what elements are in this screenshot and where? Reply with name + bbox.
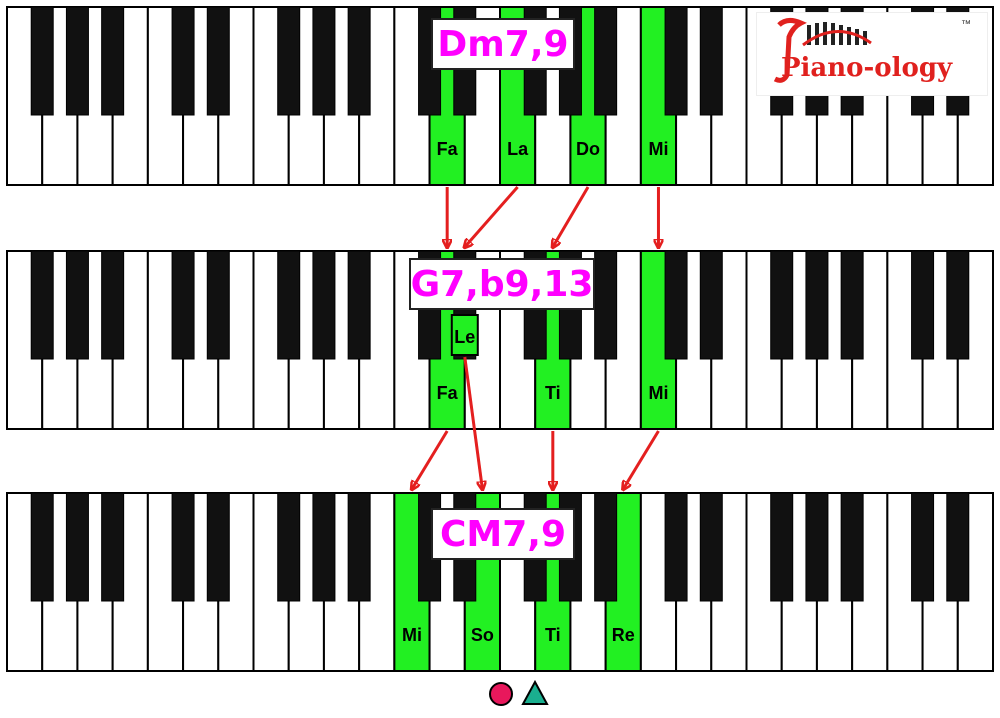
black-key	[277, 250, 301, 360]
voice-leading-arrow	[463, 356, 483, 489]
note-label-fa: Fa	[437, 139, 459, 159]
black-key	[171, 6, 195, 116]
black-key	[664, 250, 688, 360]
black-key	[770, 250, 794, 360]
black-key	[206, 250, 230, 360]
black-key	[699, 492, 723, 602]
black-key	[30, 492, 54, 602]
black-key	[65, 6, 89, 116]
chord-label-cm7-9: CM7,9	[431, 508, 575, 560]
note-label-la: La	[507, 139, 529, 159]
voice-leading-arrow	[623, 430, 660, 489]
circle-icon	[489, 682, 513, 706]
black-key	[277, 492, 301, 602]
black-key	[840, 250, 864, 360]
voice-leading-arrow	[465, 186, 519, 247]
black-key	[911, 250, 935, 360]
black-key	[946, 250, 970, 360]
triangle-icon	[521, 679, 549, 705]
keyboard-3: Mi So Ti Re	[6, 492, 994, 672]
black-key	[347, 250, 371, 360]
logo-graphic-icon	[773, 17, 872, 83]
black-key	[206, 6, 230, 116]
black-key	[101, 250, 125, 360]
black-key	[277, 6, 301, 116]
logo-trademark: ™	[961, 19, 971, 30]
note-label-ti: Ti	[545, 625, 561, 645]
black-key	[911, 492, 935, 602]
note-label-fa: Fa	[437, 383, 459, 403]
black-key	[347, 492, 371, 602]
black-key	[840, 492, 864, 602]
black-key	[770, 492, 794, 602]
black-key	[664, 6, 688, 116]
black-key	[347, 6, 371, 116]
black-key	[805, 250, 829, 360]
black-key	[312, 250, 336, 360]
note-label-mi: Mi	[402, 625, 422, 645]
black-key	[594, 250, 618, 360]
black-key	[30, 6, 54, 116]
note-box-le	[450, 314, 479, 356]
black-key	[65, 250, 89, 360]
black-key	[65, 492, 89, 602]
chord-label-dm7-9: Dm7,9	[431, 18, 575, 70]
black-key	[594, 6, 618, 116]
note-label-do: Do	[576, 139, 600, 159]
chord-label-g7-b9-13: G7,b9,13	[409, 258, 595, 310]
black-key	[101, 6, 125, 116]
black-key	[312, 492, 336, 602]
note-label-ti: Ti	[545, 383, 561, 403]
black-key	[699, 6, 723, 116]
black-key	[946, 492, 970, 602]
note-label-le: Le	[454, 327, 475, 347]
black-key	[171, 250, 195, 360]
black-key	[594, 492, 618, 602]
pianology-logo: Piano-ology ™	[756, 12, 988, 96]
black-key	[699, 250, 723, 360]
note-label-so: So	[471, 625, 494, 645]
black-key	[30, 250, 54, 360]
note-label-re: Re	[612, 625, 635, 645]
note-label-mi: Mi	[648, 139, 668, 159]
black-key	[664, 492, 688, 602]
black-key	[171, 492, 195, 602]
voice-leading-arrow	[412, 430, 449, 489]
logo-text: Piano-ology	[781, 53, 953, 83]
black-key	[312, 6, 336, 116]
black-key	[101, 492, 125, 602]
note-label-mi: Mi	[648, 383, 668, 403]
voice-leading-arrow	[553, 186, 590, 247]
black-key	[805, 492, 829, 602]
black-key	[206, 492, 230, 602]
